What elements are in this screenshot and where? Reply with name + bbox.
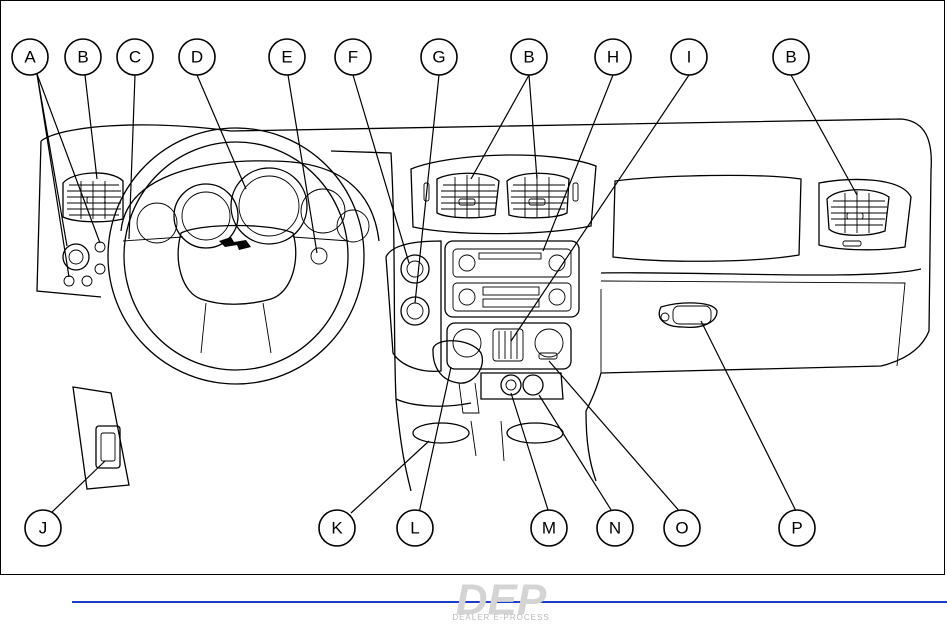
callout-F: F [335,39,371,75]
callout-label: G [432,48,445,67]
callout-C: C [117,39,153,75]
callout-label: I [687,48,692,67]
center-stack [386,241,579,413]
callout-label: P [791,519,802,538]
callout-O: O [664,510,700,546]
center-vents [411,155,596,234]
callout-N: N [597,510,633,546]
callout-label: L [410,519,419,538]
callout-I: I [671,39,707,75]
callout-label: J [39,519,48,538]
callout-K: K [319,510,355,546]
watermark-caption: DEALER E-PROCESS [430,613,572,622]
callout-label: A [24,48,36,67]
callout-label: N [609,519,621,538]
callout-M: M [531,510,567,546]
instrument-cluster [121,161,379,248]
instrument-panel-diagram: A B C D E F G B H I B J [1,1,946,576]
callout-D: D [179,39,215,75]
callout-E: E [269,39,305,75]
console [396,399,596,491]
callout-B: B [65,39,101,75]
callout-A: A [12,39,48,75]
callout-B-center: B [511,39,547,75]
inset-panel [73,387,129,489]
callout-label: D [191,48,203,67]
callout-B-right: B [773,39,809,75]
leader-lines [37,74,857,513]
callout-label: K [331,519,343,538]
left-vent-area [63,173,123,286]
callout-label: F [348,48,358,67]
callout-label: O [675,519,688,538]
callout-label: B [523,48,534,67]
callout-J: J [25,510,61,546]
callout-label: C [129,48,141,67]
callout-label: B [77,48,88,67]
callout-L: L [397,510,433,546]
callout-P: P [779,510,815,546]
diagram-frame: A B C D E F G B H I B J [0,0,945,575]
callout-label: B [785,48,796,67]
callout-label: E [281,48,292,67]
right-vent-area [613,175,911,327]
callout-G: G [421,39,457,75]
callout-label: H [607,48,619,67]
callout-label: M [542,519,556,538]
callout-H: H [595,39,631,75]
